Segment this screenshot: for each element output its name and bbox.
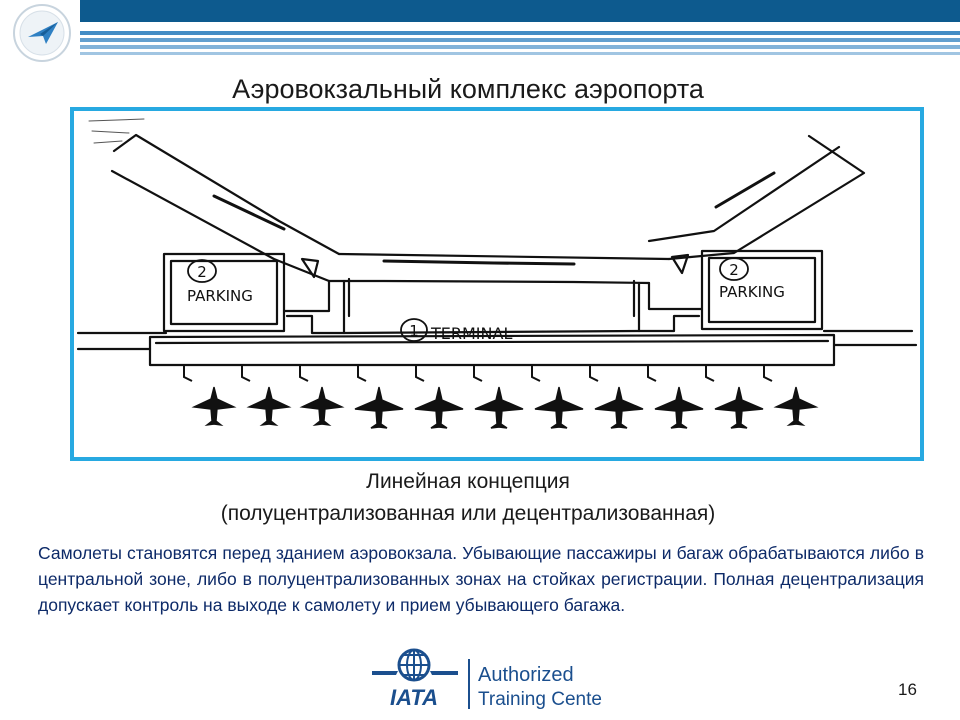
airline-logo-icon (13, 4, 71, 62)
page-number: 16 (898, 680, 917, 699)
terminal-number: 1 (409, 322, 419, 340)
parking-left-number: 2 (197, 263, 207, 281)
description-text: Самолеты становятся перед зданием аэрово… (38, 543, 924, 615)
terminal-label: TERMINAL (430, 324, 512, 343)
iata-wordmark: IATA (390, 685, 438, 710)
terminal-layout-drawing: 2 PARKING 2 PARKING 1 TERMINAL (76, 118, 918, 429)
parking-right-label: PARKING (719, 283, 785, 301)
terminal-diagram: 2 PARKING 2 PARKING 1 TERMINAL (70, 107, 924, 461)
page-title: Аэровокзальный комплекс аэропорта (232, 74, 704, 104)
iata-logo: IATA Authorized Training Center (372, 648, 602, 710)
header-bar (80, 0, 960, 62)
header-stripe (80, 38, 960, 42)
header-band (80, 0, 960, 22)
parking-left-label: PARKING (187, 287, 253, 305)
header-stripe (80, 52, 960, 55)
diagram-subcaption: (полуцентрализованная или децентрализова… (220, 502, 716, 525)
training-center-text: Training Center (478, 689, 602, 710)
header-stripe (80, 31, 960, 35)
parking-right-number: 2 (729, 261, 739, 279)
header-stripe (80, 45, 960, 49)
logo-divider (468, 659, 470, 709)
diagram-caption: Линейная концепция (366, 470, 570, 493)
authorized-text: Authorized (478, 664, 574, 686)
globe-icon (372, 648, 458, 682)
